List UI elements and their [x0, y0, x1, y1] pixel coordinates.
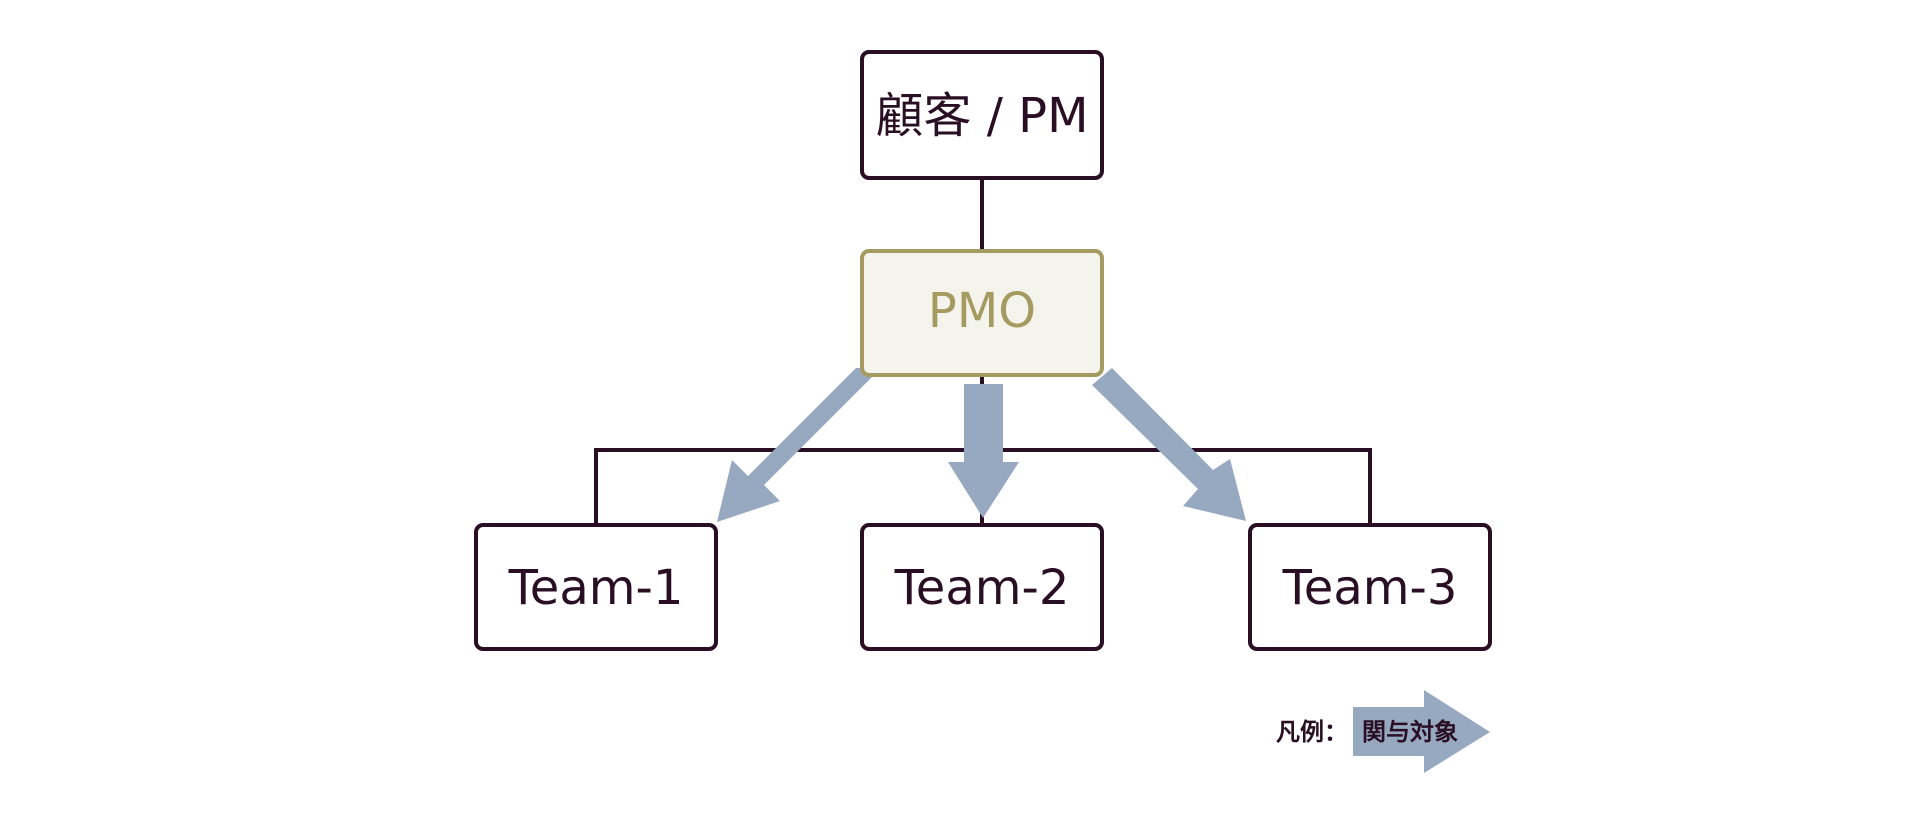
node-team1-label: Team-1 [508, 560, 684, 616]
legend-arrow-icon [1353, 690, 1490, 773]
legend: 凡例： 関与対象 [1276, 690, 1490, 773]
node-pmo-label: PMO [928, 283, 1036, 339]
legend-arrow-label: 関与対象 [1362, 718, 1458, 746]
involvement-arrow-team2 [948, 384, 1019, 518]
legend-prefix: 凡例： [1276, 718, 1348, 746]
node-team3-label: Team-3 [1282, 560, 1458, 616]
node-team3: Team-3 [1248, 523, 1492, 651]
node-team1: Team-1 [474, 523, 718, 651]
node-client-label: 顧客 / PM [875, 88, 1088, 144]
node-team2-box [860, 523, 1104, 651]
node-pmo-box [860, 249, 1104, 377]
node-team2: Team-2 [860, 523, 1104, 651]
involvement-arrows [717, 368, 1246, 522]
involvement-arrow-team3 [1092, 368, 1246, 521]
node-team1-box [474, 523, 718, 651]
involvement-arrow-team1 [717, 368, 872, 522]
node-team3-box [1248, 523, 1492, 651]
node-client: 顧客 / PM [860, 50, 1104, 180]
node-client-box [860, 50, 1104, 180]
node-team2-label: Team-2 [894, 560, 1070, 616]
node-pmo: PMO [860, 249, 1104, 377]
